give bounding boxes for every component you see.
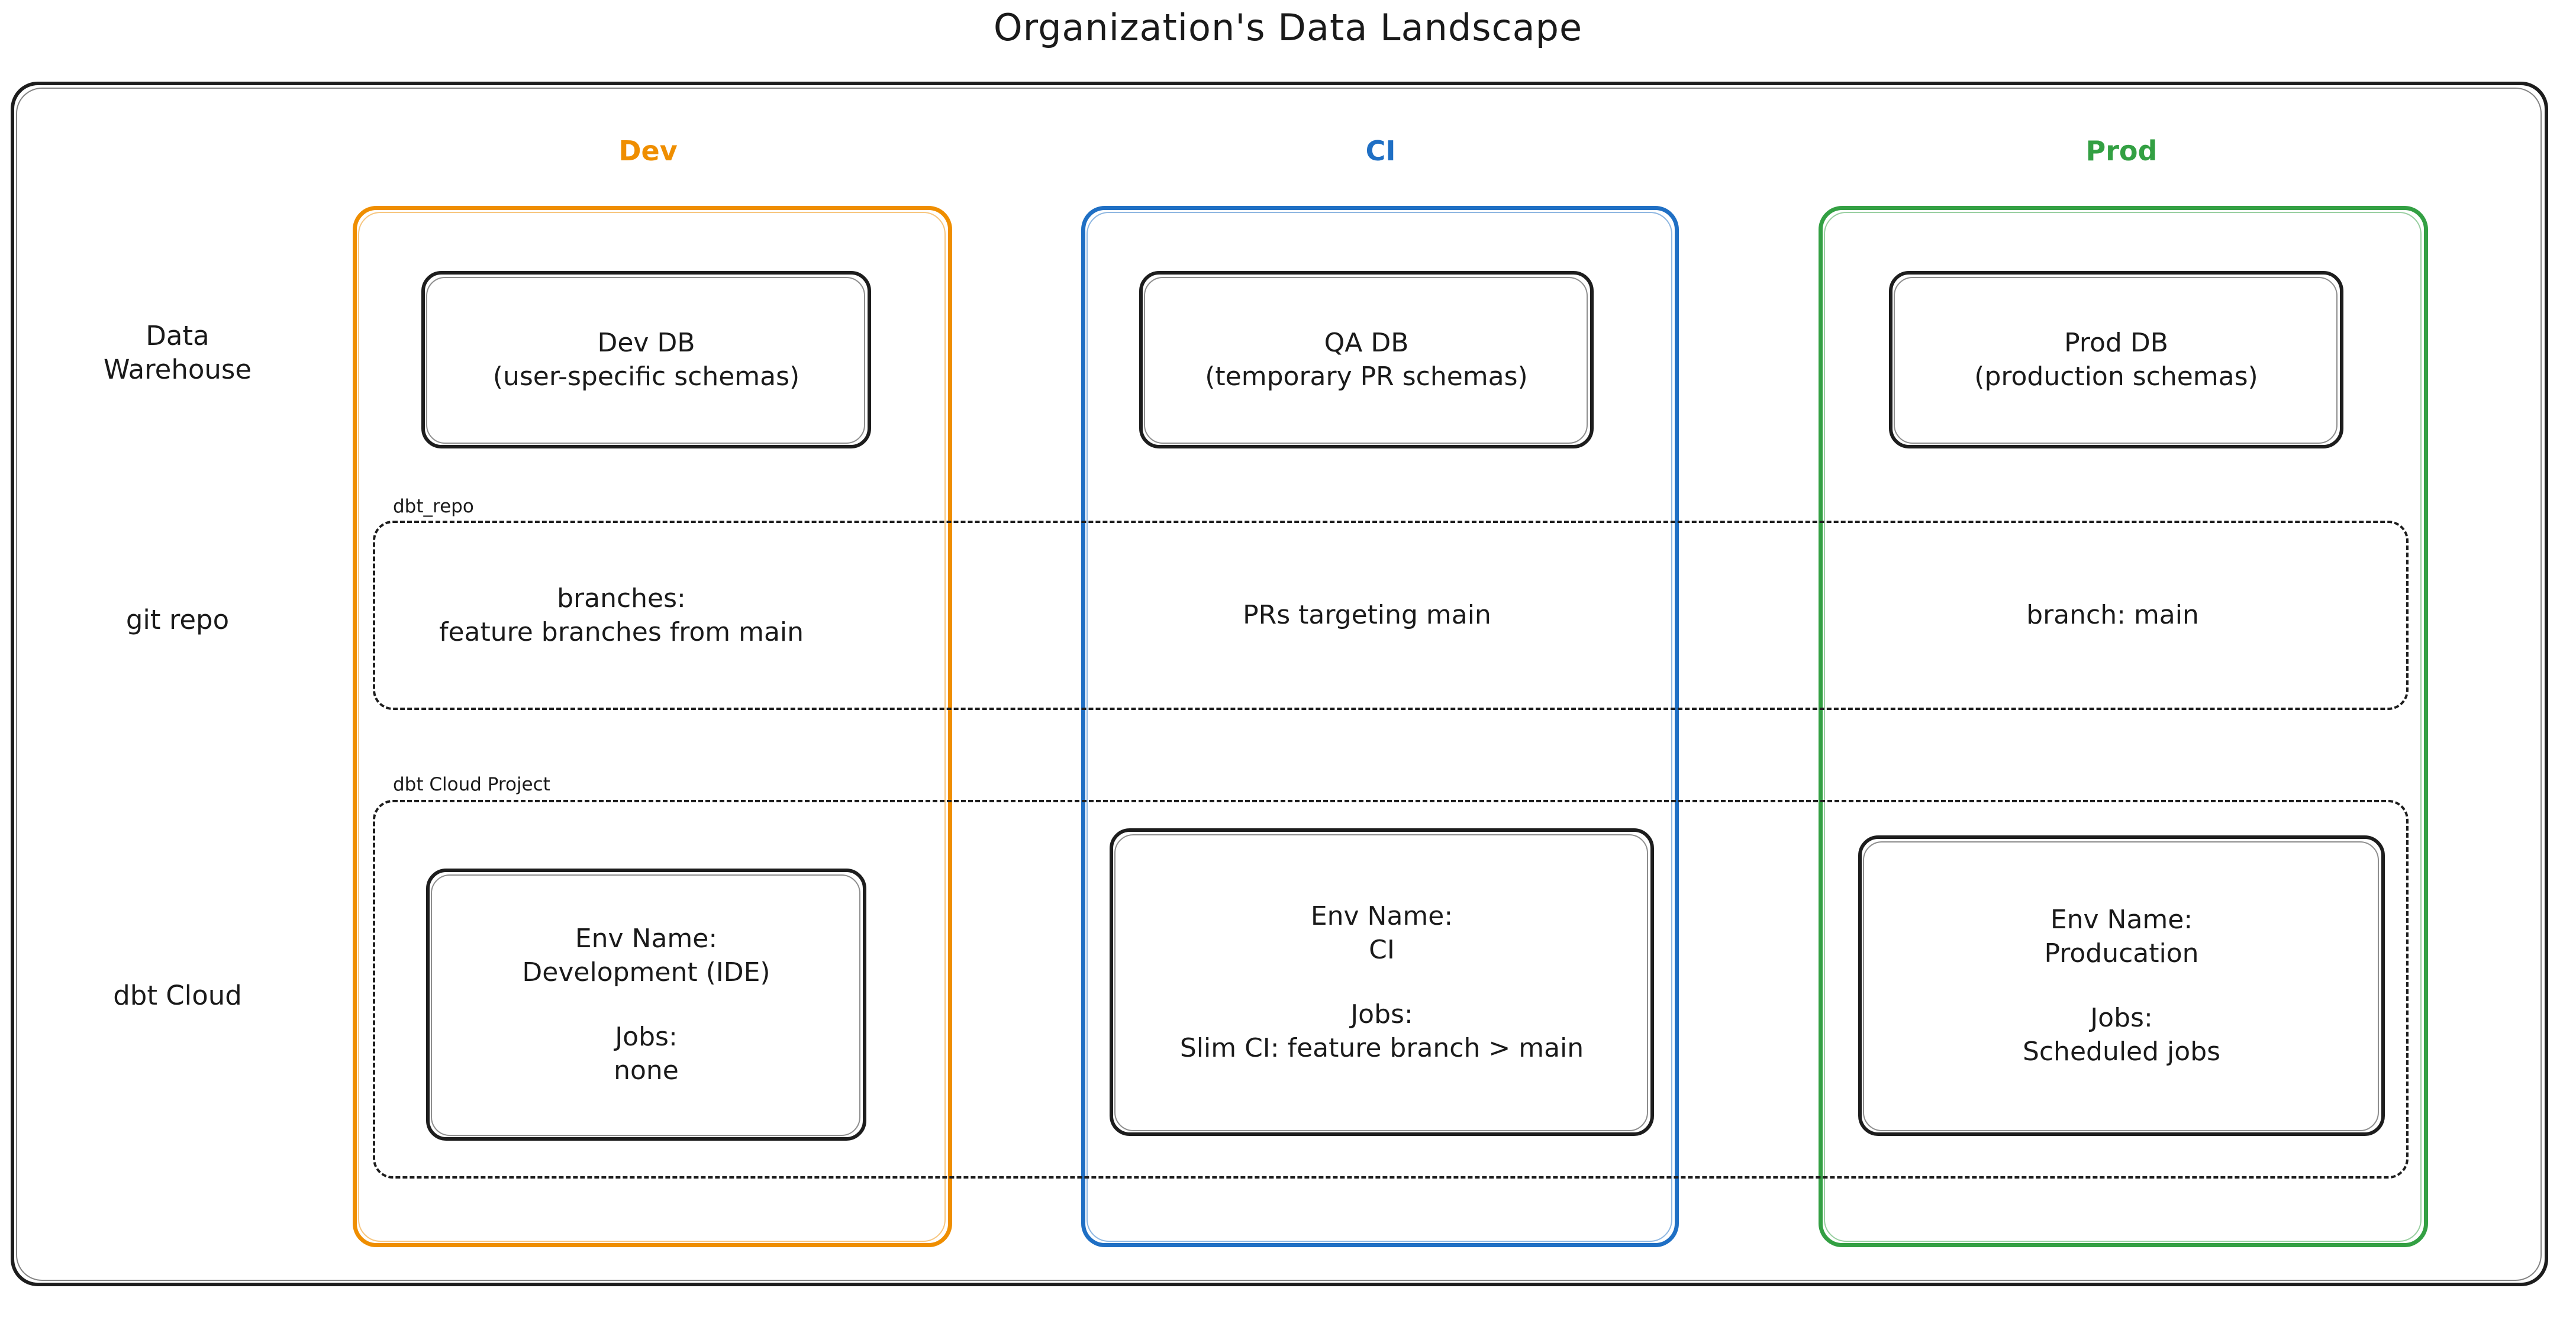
env-header-dev: Dev (618, 135, 678, 167)
node-qa-db: QA DB (temporary PR schemas) (1139, 271, 1594, 448)
node-dbt-cloud-prod-env-label: Env Name: (2050, 904, 2193, 935)
row-label-data-warehouse-line2: Warehouse (103, 353, 252, 385)
node-dbt-cloud-prod-env-value: Producation (2044, 938, 2199, 969)
node-prod-db: Prod DB (production schemas) (1889, 271, 2343, 448)
env-header-ci: CI (1365, 135, 1396, 167)
dashed-container-dbt-cloud-project (373, 800, 2409, 1179)
node-dbt-cloud-prod: Env Name: Producation Jobs: Scheduled jo… (1858, 835, 2385, 1136)
git-repo-cell-dev-line1: branches: (557, 583, 686, 614)
node-dbt-cloud-ci-env-label: Env Name: (1310, 900, 1453, 931)
git-repo-cell-dev-line2: feature branches from main (439, 617, 804, 647)
node-dbt-cloud-ci: Env Name: CI Jobs: Slim CI: feature bran… (1110, 828, 1654, 1136)
node-dev-db-name: Dev DB (597, 327, 695, 358)
row-label-data-warehouse-line1: Data (146, 320, 209, 351)
node-qa-db-name: QA DB (1324, 327, 1409, 358)
node-dbt-cloud-ci-env-value: CI (1369, 934, 1395, 965)
node-prod-db-detail: (production schemas) (1974, 361, 2258, 392)
node-dbt-cloud-ci-jobs-value: Slim CI: feature branch > main (1179, 1033, 1584, 1064)
node-qa-db-detail: (temporary PR schemas) (1205, 361, 1528, 392)
git-repo-cell-prod: branch: main (1858, 568, 2367, 663)
node-dbt-cloud-dev-env-value: Development (IDE) (522, 957, 770, 987)
git-repo-cell-dev: branches: feature branches from main (373, 568, 870, 663)
dashed-container-dbt-repo-label: dbt_repo (393, 496, 474, 517)
node-dbt-cloud-dev-jobs-label: Jobs: (615, 1022, 678, 1052)
diagram-outer-frame (11, 82, 2548, 1286)
node-dev-db: Dev DB (user-specific schemas) (421, 271, 871, 448)
dashed-container-dbt-repo (373, 521, 2409, 710)
node-prod-db-name: Prod DB (2064, 327, 2168, 358)
page-title: Organization's Data Landscape (993, 6, 1583, 49)
node-dbt-cloud-dev-env-label: Env Name: (575, 923, 718, 954)
node-dbt-cloud-ci-jobs-label: Jobs: (1350, 999, 1413, 1029)
env-column-prod (1819, 206, 2428, 1247)
dashed-container-dbt-cloud-project-label: dbt Cloud Project (393, 774, 550, 795)
env-column-ci (1081, 206, 1679, 1247)
node-dbt-cloud-dev: Env Name: Development (IDE) Jobs: none (426, 869, 866, 1141)
row-label-data-warehouse: Data Warehouse (36, 319, 320, 386)
git-repo-cell-ci-line1: PRs targeting main (1243, 600, 1491, 631)
git-repo-cell-prod-line1: branch: main (2026, 600, 2199, 631)
env-column-dev (353, 206, 952, 1247)
row-label-dbt-cloud: dbt Cloud (113, 980, 242, 1011)
node-dbt-cloud-dev-jobs-value: none (614, 1055, 679, 1086)
git-repo-cell-ci: PRs targeting main (1118, 568, 1616, 663)
row-label-git-repo: git repo (125, 604, 230, 635)
node-dbt-cloud-prod-jobs-label: Jobs: (2090, 1003, 2153, 1033)
node-dbt-cloud-prod-jobs-value: Scheduled jobs (2022, 1037, 2221, 1067)
node-dev-db-detail: (user-specific schemas) (492, 361, 800, 392)
env-header-prod: Prod (2085, 135, 2158, 167)
